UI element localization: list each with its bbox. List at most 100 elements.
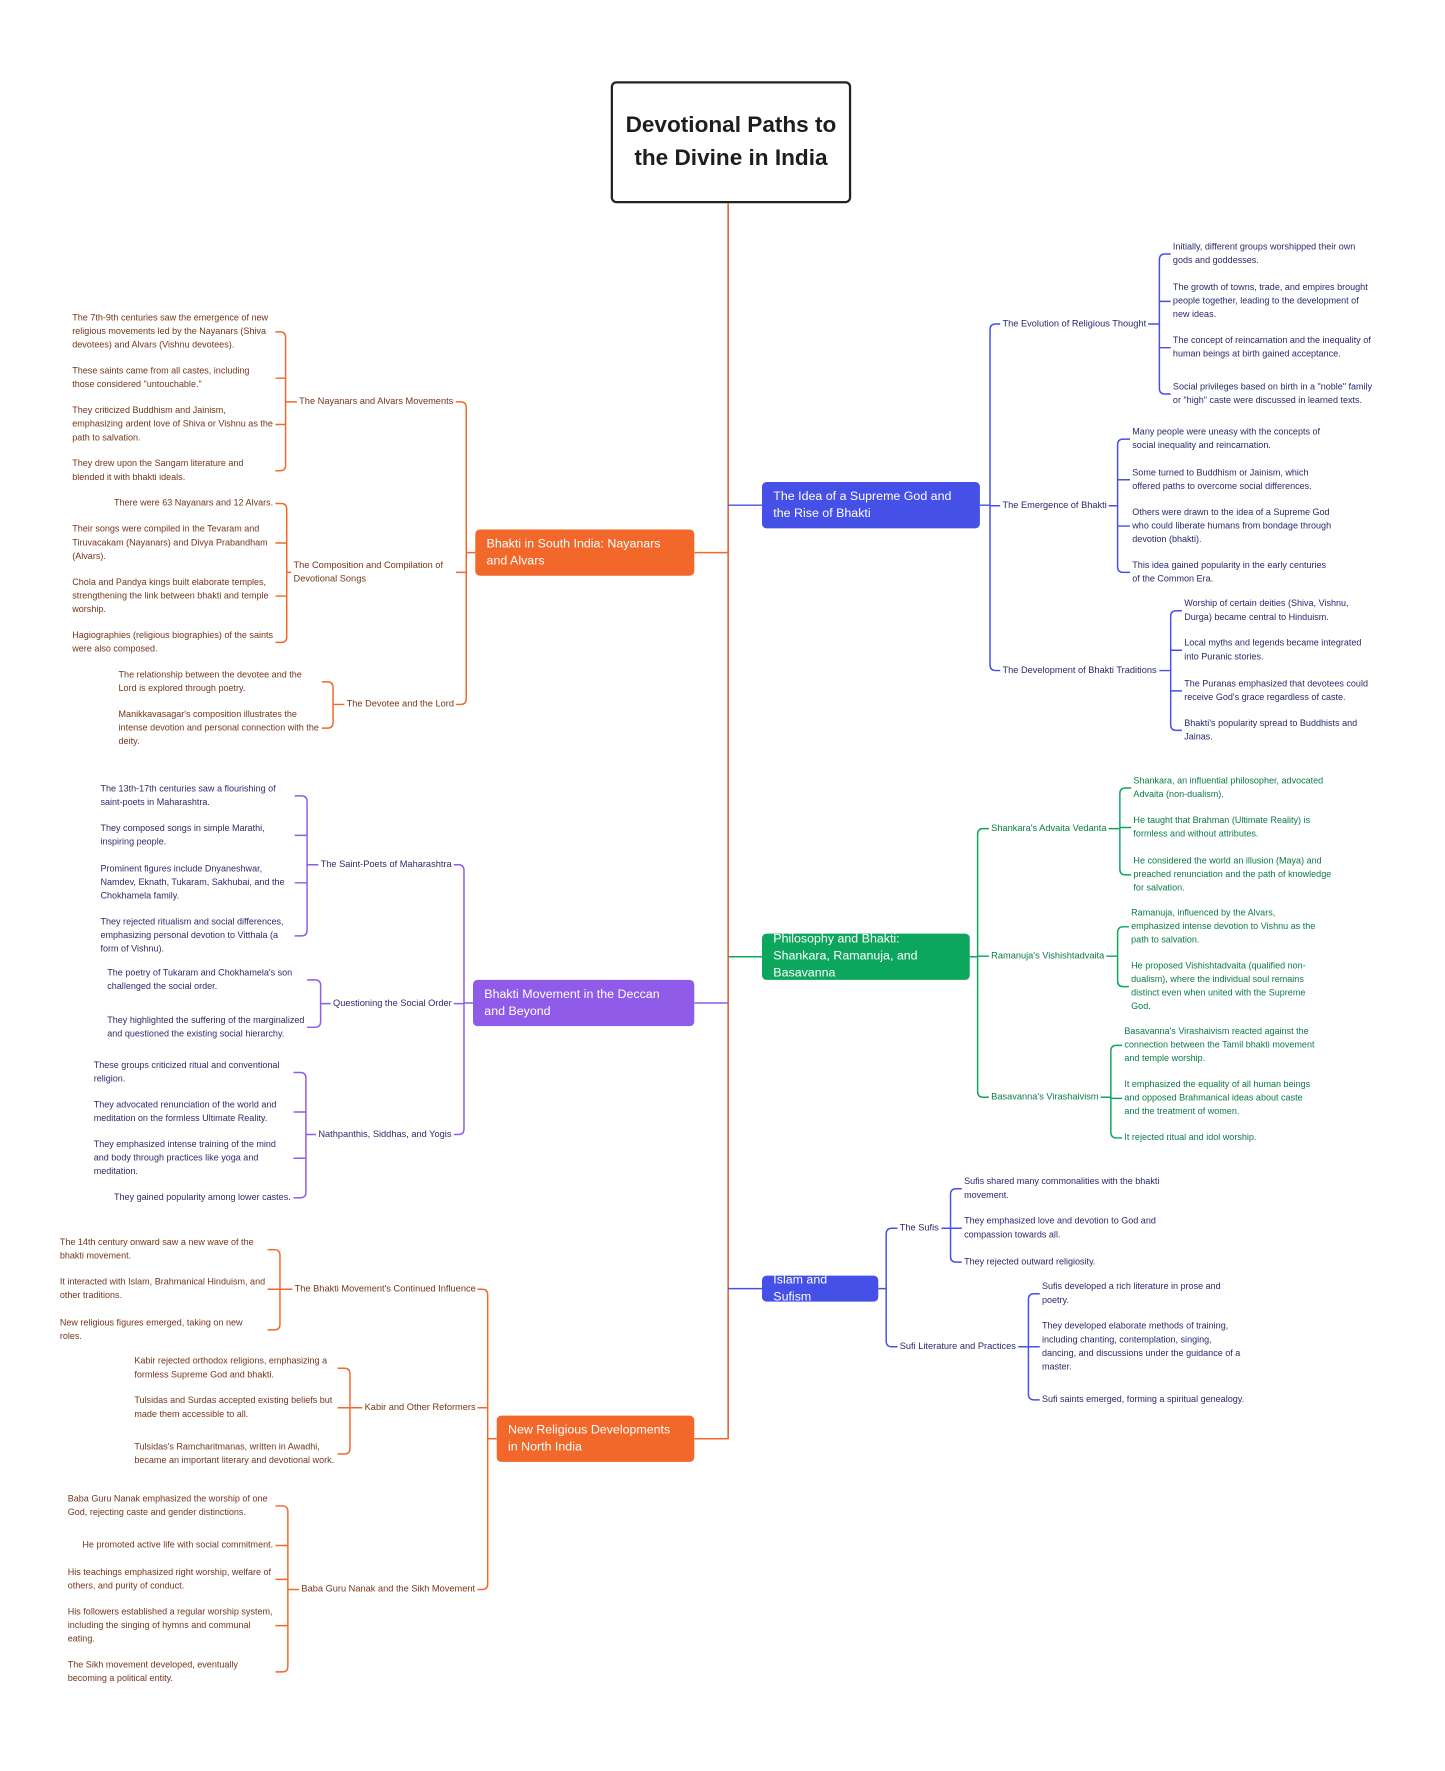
detail-point: Initially, different groups worshipped t… — [1172, 241, 1356, 266]
detail-point: Social privileges based on birth in a "n… — [1172, 381, 1373, 406]
connector-line — [456, 401, 476, 706]
connector-line — [1108, 787, 1132, 876]
detail-point: Many people were uneasy with the concept… — [1132, 426, 1321, 451]
detail-point: The concept of reincarnation and the ine… — [1172, 335, 1371, 359]
subtopic-label[interactable]: Sufi Literature and Practices — [899, 1341, 1016, 1352]
subtopic-label[interactable]: The Bhakti Movement's Continued Influenc… — [294, 1283, 476, 1294]
main-topic-node[interactable]: The Idea of a Supreme God and the Rise o… — [762, 482, 980, 529]
connector-line — [275, 1505, 300, 1673]
detail-point: He taught that Brahman (Ultimate Reality… — [1133, 815, 1311, 839]
detail-point: Tulsidas's Ramcharitmanas, written in Aw… — [134, 1441, 335, 1466]
detail-point: His teachings emphasized right worship, … — [67, 1566, 272, 1591]
connector-line — [477, 1288, 497, 1591]
main-topic-node[interactable]: Islam and Sufism — [762, 1273, 879, 1303]
connector-line — [293, 1071, 317, 1199]
detail-point: It interacted with Islam, Brahmanical Hi… — [59, 1276, 266, 1301]
connector-line — [878, 1227, 898, 1348]
connector-line — [1159, 610, 1182, 732]
detail-point: Local myths and legends became integrate… — [1184, 637, 1362, 662]
connector-line — [1148, 253, 1171, 395]
detail-point: They drew upon the Sangam literature and… — [72, 458, 244, 483]
connector-line — [294, 795, 319, 937]
subtopic-label[interactable]: Questioning the Social Order — [333, 997, 452, 1009]
detail-point: Ramanuja, influenced by the Alvars, emph… — [1131, 907, 1316, 945]
connector-line — [275, 502, 292, 644]
subtopic-label[interactable]: Nathpanthis, Siddhas, and Yogis — [318, 1128, 452, 1140]
detail-point: Tulsidas and Surdas accepted existing be… — [134, 1395, 333, 1420]
subtopic-label[interactable]: Baba Guru Nanak and the Sikh Movement — [301, 1583, 476, 1595]
detail-point: It emphasized the equality of all human … — [1124, 1079, 1311, 1117]
detail-point: Shankara, an influential philosopher, ad… — [1133, 775, 1324, 800]
subtopic-label[interactable]: The Saint-Poets of Maharashtra — [320, 859, 452, 870]
detail-point: They advocated renunciation of the world… — [93, 1099, 277, 1124]
detail-point: These saints came from all castes, inclu… — [72, 365, 250, 390]
subtopic-label[interactable]: The Emergence of Bhakti — [1002, 500, 1107, 511]
detail-point: Some turned to Buddhism or Jainism, whic… — [1132, 467, 1312, 492]
detail-point: Baba Guru Nanak emphasized the worship o… — [67, 1493, 268, 1518]
main-topic-node[interactable]: Bhakti in South India: Nayanars and Alva… — [475, 529, 695, 576]
main-topic-node[interactable]: Bhakti Movement in the Deccan and Beyond — [473, 979, 695, 1027]
detail-point: Hagiographies (religious biographies) of… — [72, 629, 274, 654]
subtopic-label[interactable]: The Development of Bhakti Traditions — [1002, 664, 1157, 676]
subtopic-label[interactable]: Shankara's Advaita Vedanta — [991, 822, 1107, 834]
subtopic-label[interactable]: The Evolution of Religious Thought — [1002, 318, 1147, 329]
subtopic-label[interactable]: Ramanuja's Vishishtadvaita — [991, 950, 1105, 961]
connector-line — [969, 827, 989, 1099]
detail-point: Chola and Pandya kings built elaborate t… — [72, 576, 269, 615]
subtopic-label[interactable]: The Nayanars and Alvars Movements — [299, 396, 454, 407]
connector-line — [307, 979, 331, 1029]
connector-line — [941, 1187, 962, 1263]
detail-point: Others were drawn to the idea of a Supre… — [1132, 506, 1332, 545]
subtopic-label[interactable]: Basavanna's Virashaivism — [991, 1091, 1099, 1102]
detail-point: These groups criticized ritual and conve… — [93, 1060, 280, 1084]
connector-line — [1106, 926, 1129, 988]
detail-point: Sufis developed a rich literature in pro… — [1041, 1281, 1221, 1306]
connector-line — [1018, 1292, 1040, 1401]
detail-point: His followers established a regular wors… — [67, 1606, 273, 1644]
subtopic-label[interactable]: The Composition and Compilation of Devot… — [293, 559, 444, 584]
connector-line — [453, 864, 474, 1136]
connector-line — [979, 323, 1001, 672]
detail-point: The 13th-17th centuries saw a flourishin… — [100, 783, 276, 808]
detail-point: They developed elaborate methods of trai… — [1041, 1320, 1241, 1372]
connector-line — [1100, 1044, 1123, 1139]
detail-point: He promoted active life with social comm… — [82, 1539, 274, 1550]
detail-point: They emphasized intense training of the … — [93, 1139, 276, 1177]
connector-line — [267, 1248, 293, 1331]
detail-point: Bhakti's popularity spread to Buddhists … — [1184, 717, 1358, 742]
detail-point: The 14th century onward saw a new wave o… — [59, 1237, 254, 1261]
connector-line — [321, 681, 345, 729]
detail-point: New religious figures emerged, taking on… — [59, 1317, 243, 1342]
detail-point: Prominent figures include Dnyaneshwar, N… — [100, 863, 285, 901]
main-topic-node[interactable]: New Religious Developments in North Indi… — [496, 1415, 695, 1462]
detail-point: Sufis shared many commonalities with the… — [964, 1176, 1160, 1201]
central-topic[interactable]: Devotional Paths to the Divine in India — [610, 81, 852, 204]
main-topic-node[interactable]: Philosophy and Bhakti: Shankara, Ramanuj… — [762, 932, 970, 980]
detail-point: They highlighted the suffering of the ma… — [107, 1014, 305, 1039]
connector-line — [337, 1367, 363, 1455]
detail-point: Sufi saints emerged, forming a spiritual… — [1041, 1394, 1245, 1405]
subtopic-label[interactable]: The Sufis — [899, 1222, 939, 1233]
connector-line — [1108, 438, 1131, 574]
detail-point: Their songs were compiled in the Tevaram… — [72, 523, 268, 562]
detail-point: The relationship between the devotee and… — [118, 669, 302, 694]
detail-point: He proposed Vishishtadvaita (qualified n… — [1131, 960, 1306, 1012]
detail-point: This idea gained popularity in the early… — [1132, 559, 1327, 584]
detail-point: The Puranas emphasized that devotees cou… — [1184, 678, 1368, 703]
detail-point: Manikkavasagar's composition illustrates… — [118, 708, 319, 747]
detail-point: They gained popularity among lower caste… — [114, 1192, 291, 1203]
detail-point: They criticized Buddhism and Jainism, em… — [72, 405, 273, 443]
detail-point: He considered the world an illusion (May… — [1133, 855, 1332, 893]
connector-line — [275, 331, 297, 472]
subtopic-label[interactable]: The Devotee and the Lord — [346, 698, 454, 709]
detail-point: They emphasized love and devotion to God… — [964, 1215, 1156, 1240]
detail-point: The poetry of Tukaram and Chokhamela's s… — [107, 967, 293, 992]
detail-point: The growth of towns, trade, and empires … — [1172, 282, 1368, 320]
detail-point: Basavanna's Virashaivism reacted against… — [1124, 1026, 1315, 1064]
subtopic-label[interactable]: Kabir and Other Reformers — [364, 1402, 476, 1413]
detail-point: It rejected ritual and idol worship. — [1124, 1132, 1257, 1143]
detail-point: Worship of certain deities (Shiva, Vishn… — [1184, 598, 1349, 623]
detail-point: The Sikh movement developed, eventually … — [67, 1659, 238, 1684]
